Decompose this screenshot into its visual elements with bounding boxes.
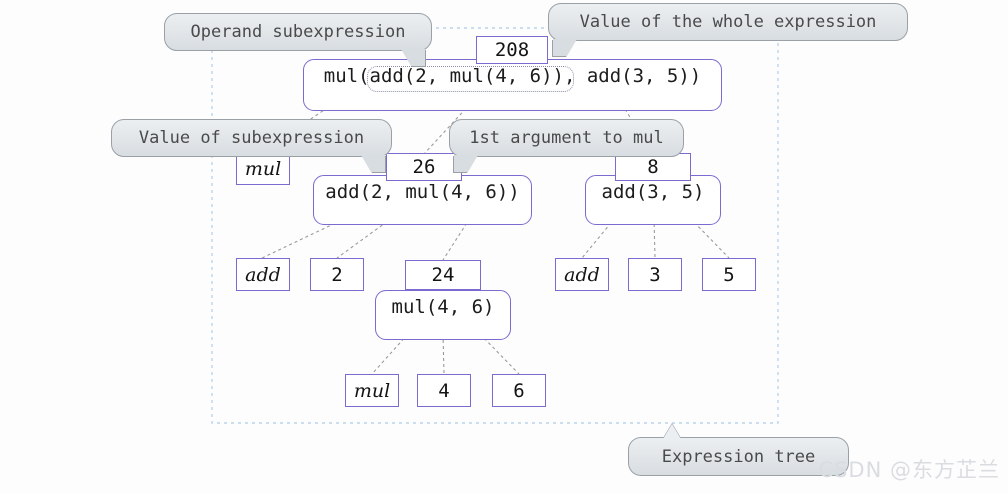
leaf-right-arg-2[interactable]: 5	[702, 258, 756, 291]
leaf-right-arg-2-text: 5	[723, 263, 735, 286]
leaf-inner-operator-text: mul	[353, 379, 391, 402]
inner-subtree-text: mul(4, 6)	[391, 296, 495, 318]
callout-tail-icon	[454, 155, 478, 172]
right-subtree-value-text: 8	[647, 156, 659, 178]
badge-left-subtree-value: 26	[386, 153, 462, 181]
root-value-text: 208	[494, 39, 530, 61]
watermark: CSDN @东方芷兰	[818, 458, 1000, 482]
callout-value-subexpression: Value of subexpression	[111, 119, 392, 172]
left-subtree-text: add(2, mul(4, 6))	[325, 181, 520, 203]
callout-tail-icon	[663, 424, 681, 439]
leaf-left-operator-text: add	[245, 263, 281, 286]
badge-right-subtree-value: 8	[615, 153, 691, 181]
leaf-left-arg-1-text: 2	[331, 263, 343, 286]
leaf-right-arg-1-text: 3	[649, 263, 661, 286]
callout-operand-subexpression-label: Operand subexpression	[190, 22, 406, 42]
badge-root-value: 208	[476, 36, 548, 64]
callout-value-whole-expression-label: Value of the whole expression	[579, 12, 877, 32]
leaf-inner-operator[interactable]: mul	[345, 374, 399, 407]
callout-tail-icon	[401, 49, 425, 66]
callout-operand-subexpression: Operand subexpression	[164, 13, 432, 66]
leaf-right-operator-text: add	[564, 263, 600, 286]
callout-expression-tree-label: Expression tree	[661, 446, 816, 467]
callout-tail-icon	[361, 155, 385, 172]
leaf-inner-arg-2[interactable]: 6	[492, 374, 546, 407]
callout-tail-icon	[553, 39, 577, 56]
leaf-inner-arg-1[interactable]: 4	[417, 374, 471, 407]
callout-expression-tree: Expression tree	[628, 424, 849, 476]
leaf-inner-arg-1-text: 4	[438, 379, 450, 402]
node-root-expression[interactable]: mul(add(2, mul(4, 6)), add(3, 5))	[303, 59, 722, 111]
leaf-left-operator[interactable]: add	[236, 258, 290, 291]
inner-subtree-value-text: 24	[431, 264, 455, 286]
leaf-right-operator[interactable]: add	[555, 258, 609, 291]
callout-value-subexpression-label: Value of subexpression	[138, 128, 365, 148]
leaf-right-arg-1[interactable]: 3	[628, 258, 682, 291]
callout-first-argument-to-mul: 1st argument to mul	[449, 119, 684, 172]
right-subtree-text: add(3, 5)	[601, 181, 705, 203]
leaf-inner-arg-2-text: 6	[513, 379, 525, 402]
leaf-left-arg-1[interactable]: 2	[310, 258, 364, 291]
root-expression-text: mul(add(2, mul(4, 6)), add(3, 5))	[323, 65, 702, 87]
callout-first-argument-to-mul-label: 1st argument to mul	[469, 128, 664, 148]
leaf-root-operator-text: mul	[244, 157, 282, 180]
left-subtree-value-text: 26	[412, 156, 436, 178]
node-right-subtree[interactable]: add(3, 5)	[585, 175, 721, 225]
callout-value-whole-expression: Value of the whole expression	[548, 3, 908, 56]
node-inner-subtree[interactable]: mul(4, 6)	[375, 290, 511, 340]
node-left-subtree[interactable]: add(2, mul(4, 6))	[313, 175, 532, 225]
badge-inner-subtree-value: 24	[405, 260, 481, 290]
